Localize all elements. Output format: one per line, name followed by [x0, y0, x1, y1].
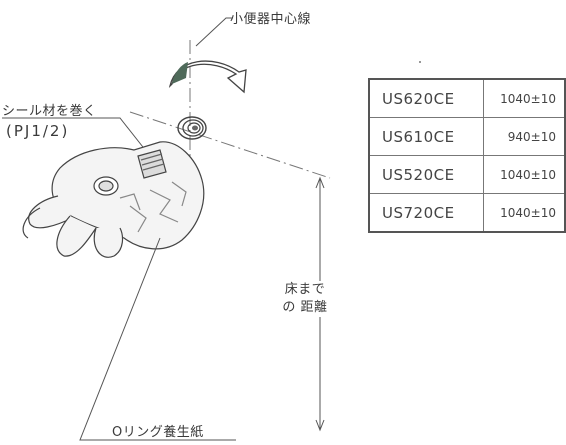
model-cell: US720CE [368, 193, 485, 233]
urinal-center-line-label: 小便器中心線 [230, 12, 312, 27]
table-row: US610CE 940±10 [368, 117, 566, 156]
oring-label-leader [79, 237, 236, 441]
seal-label-leader [2, 117, 151, 157]
model-cell: US620CE [368, 78, 485, 118]
dimension-cell: 1040±10 [483, 193, 566, 233]
dimension-cell: 1040±10 [483, 155, 566, 194]
hand-with-pipe-illustration [22, 141, 205, 258]
wall-fitting-icon [177, 116, 207, 140]
table-row: US520CE 1040±10 [368, 155, 566, 194]
dimension-arrow-top [315, 176, 325, 189]
dimension-arrow-bottom [315, 419, 325, 432]
oring-protect-label: Oリング養生紙 [112, 425, 204, 440]
model-cell: US610CE [368, 117, 485, 156]
seal-spec-label: (PJ1/2) [6, 122, 70, 140]
dimension-cell: 1040±10 [483, 78, 566, 118]
table-row: US720CE 1040±10 [368, 193, 566, 233]
rotation-arrow-shade [172, 62, 188, 84]
center-line-leader [195, 17, 232, 47]
model-cell: US520CE [368, 155, 485, 194]
floor-distance-label: 床までの 距離 [281, 281, 329, 317]
dimension-cell: 940±10 [483, 117, 566, 156]
horizontal-center-line [129, 111, 331, 179]
dot-mark [419, 61, 421, 63]
model-dimension-table: US620CE 1040±10 US610CE 940±10 US520CE 1… [368, 78, 566, 233]
table-row: US620CE 1040±10 [368, 78, 566, 118]
seal-wrap-label: シール材を巻く [2, 104, 97, 119]
